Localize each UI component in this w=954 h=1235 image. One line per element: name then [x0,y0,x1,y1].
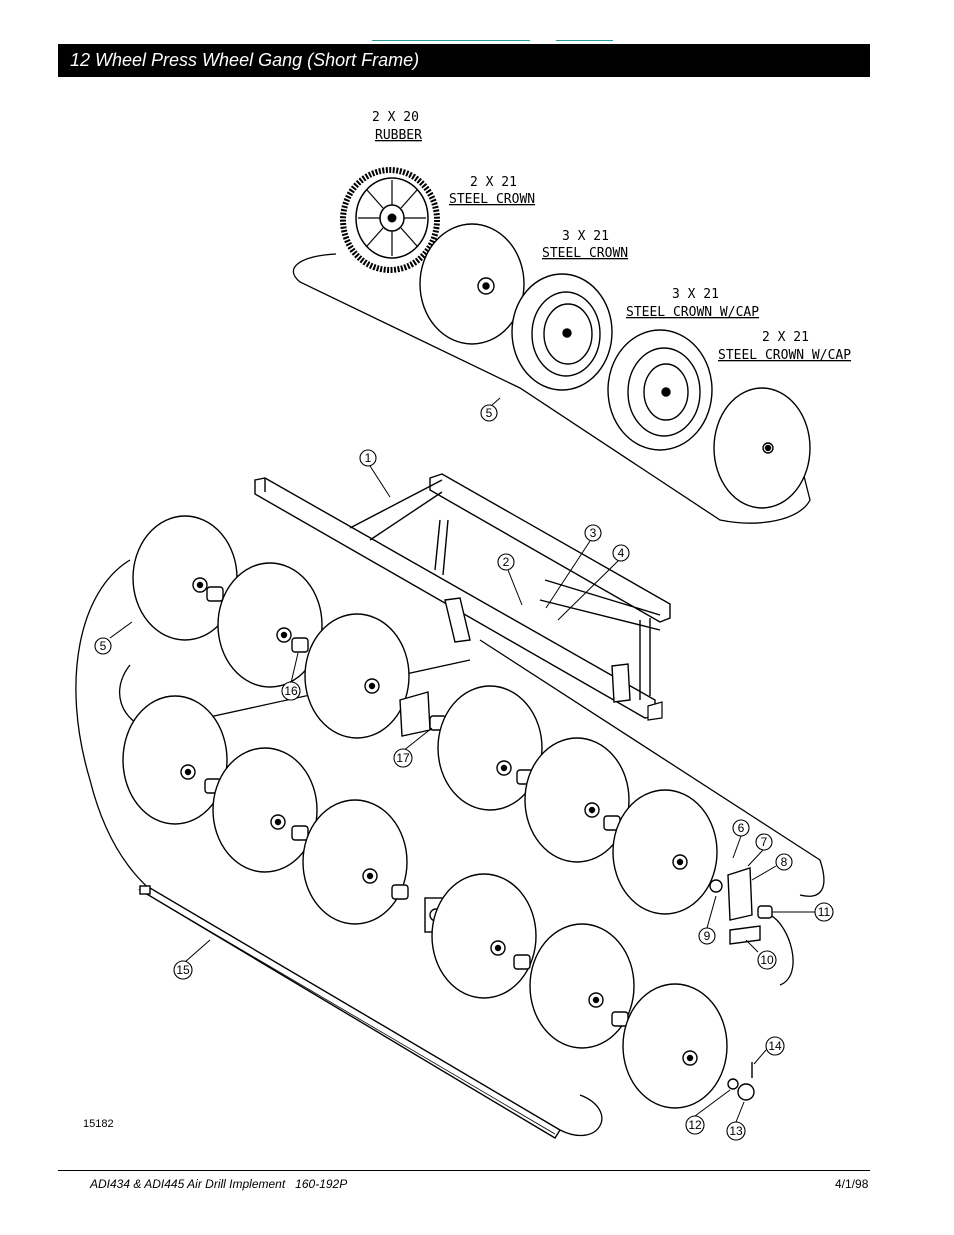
wheel-options-outline [292,253,811,524]
callout-17: 17 [393,748,413,768]
press-wheel [304,613,410,739]
footer-date: 4/1/98 [835,1177,869,1191]
press-wheel [212,747,318,873]
wheel-option-labels: 2 X 20 RUBBER 2 X 21 STEEL CROWN 3 X 21 … [372,110,851,363]
wheel-3x21-steel-crown [511,273,613,391]
spacer [291,825,309,841]
press-wheel [529,923,635,1049]
callout-10: 10 [757,950,777,970]
svg-text:1: 1 [365,451,372,465]
wheel-option-size: 3 X 21 [672,287,719,302]
spacer [757,905,773,919]
callout-5-gang: 5 [94,637,112,655]
svg-text:10: 10 [760,953,774,967]
callout-13: 13 [726,1121,746,1141]
press-wheel [217,562,323,688]
frame-assembly [254,473,671,721]
press-wheel [302,799,408,925]
callout-2: 2 [497,553,515,571]
wheel-2x21-steel-crown-cap [713,387,811,509]
wheel-option-type: RUBBER [375,128,422,143]
gang-outline-rear [769,914,794,986]
rubber-wheel-2x20 [340,167,440,273]
spacer [391,884,409,900]
figure-id: 15182 [83,1118,114,1130]
callout-6: 6 [732,819,750,837]
callout-14: 14 [765,1036,785,1056]
press-wheel [132,515,238,641]
wheel-option-size: 2 X 21 [470,175,517,190]
spacer [206,586,224,602]
callout-7: 7 [755,833,773,851]
wheel-2x21-steel-crown [419,223,525,345]
callout-9: 9 [698,927,716,945]
callout-12: 12 [685,1115,705,1135]
title-bar: 12 Wheel Press Wheel Gang (Short Frame) [58,44,870,77]
svg-text:4: 4 [618,546,625,560]
footer-rule [58,1170,870,1171]
callout-16: 16 [281,681,301,701]
svg-text:6: 6 [738,821,745,835]
callout-5-options: 5 [480,404,498,422]
svg-text:12: 12 [688,1118,702,1132]
svg-text:15: 15 [176,963,190,977]
press-wheel [612,789,718,915]
svg-text:3: 3 [590,526,597,540]
callout-3: 3 [584,524,602,542]
mount-bracket [727,867,753,921]
svg-text:13: 13 [729,1124,743,1138]
washer [709,879,723,893]
svg-text:5: 5 [486,406,493,420]
gang-outline-front [75,559,603,1137]
callouts: 1 2 3 4 5 5 6 7 8 9 10 11 12 13 14 15 16… [94,404,834,1141]
press-wheel [431,873,537,999]
header-link-underline-1[interactable] [372,40,530,41]
svg-text:5: 5 [100,639,107,653]
bearing-bracket [399,691,431,737]
press-wheel [437,685,543,811]
press-wheel [524,737,630,863]
wheel-option-size: 2 X 20 [372,110,419,125]
svg-text:8: 8 [781,855,788,869]
svg-text:2: 2 [503,555,510,569]
clamp-plate [729,925,761,945]
axle [138,885,561,1139]
washer [727,1078,739,1090]
svg-text:7: 7 [761,835,768,849]
wheel-option-size: 3 X 21 [562,229,609,244]
leader-lines [109,397,815,1123]
press-wheel [622,983,728,1109]
callout-8: 8 [775,853,793,871]
callout-1: 1 [359,449,377,467]
spacer [513,954,531,970]
wheel-option-type: STEEL CROWN [449,192,535,207]
svg-text:16: 16 [284,684,298,698]
wheel-option-type: STEEL CROWN W/CAP [626,305,759,320]
footer-document-title: ADI434 & ADI445 Air Drill Implement 160-… [90,1177,348,1191]
callout-4: 4 [612,544,630,562]
wheel-option-size: 2 X 21 [762,330,809,345]
header-link-underline-2[interactable] [556,40,613,41]
spacer [291,637,309,653]
page-title: 12 Wheel Press Wheel Gang (Short Frame) [70,50,420,70]
svg-text:11: 11 [818,905,831,919]
svg-text:9: 9 [704,929,711,943]
wheel-option-type: STEEL CROWN W/CAP [718,348,851,363]
svg-text:17: 17 [396,751,410,765]
callout-15: 15 [173,960,193,980]
wheel-3x21-steel-crown-cap [607,329,713,451]
press-wheel-gang [122,515,773,1109]
wheel-option-type: STEEL CROWN [542,246,628,261]
svg-text:14: 14 [768,1039,782,1053]
callout-11: 11 [814,902,834,922]
press-wheel [122,695,228,825]
hex-nut [737,1083,755,1101]
